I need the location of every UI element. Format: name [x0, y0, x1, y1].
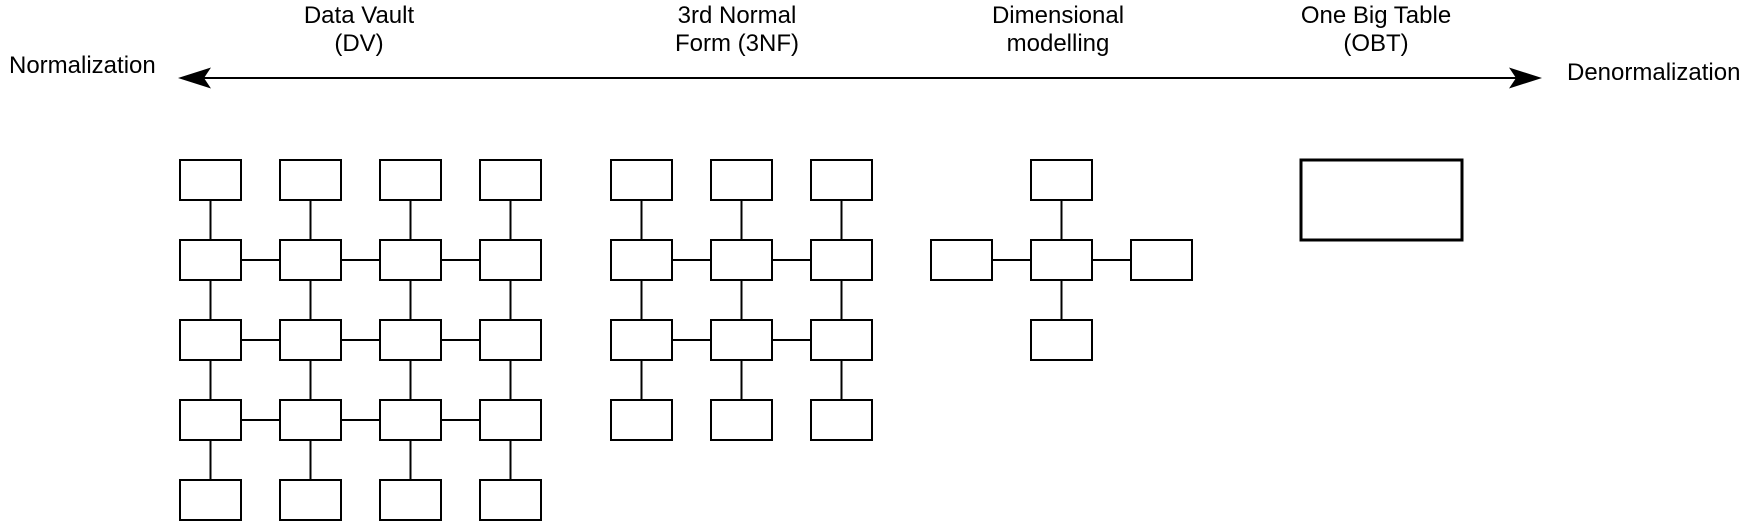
table-box [1030, 239, 1093, 281]
table-box [479, 479, 542, 521]
table-box [930, 239, 993, 281]
spectrum-arrow [178, 67, 1542, 89]
table-box [179, 159, 242, 201]
table-box [810, 239, 873, 281]
table-box [1030, 159, 1093, 201]
normalization-label: Normalization [9, 52, 156, 79]
table-box [1130, 239, 1193, 281]
3nf-schema [610, 159, 873, 441]
data-vault-label-line1: Data Vault [303, 2, 415, 29]
table-box [1299, 158, 1464, 242]
table-box [810, 159, 873, 201]
table-box [279, 319, 342, 361]
data-vault-label-line2: (DV) [334, 30, 384, 57]
3nf-label-line2: Form (3NF) [675, 30, 799, 57]
table-box [379, 159, 442, 201]
table-box [279, 479, 342, 521]
table-box [179, 479, 242, 521]
table-box [710, 319, 773, 361]
denormalization-label: Denormalization [1567, 59, 1741, 86]
table-box [710, 239, 773, 281]
table-box [379, 319, 442, 361]
table-box [179, 319, 242, 361]
table-box [610, 239, 673, 281]
dimensional-schema [930, 159, 1193, 361]
table-box [279, 159, 342, 201]
table-box [710, 399, 773, 441]
table-box [379, 479, 442, 521]
table-box [279, 239, 342, 281]
data-vault-schema [179, 159, 542, 521]
table-box [379, 399, 442, 441]
table-box [1030, 319, 1093, 361]
data-vault-label: Data Vault (DV) [304, 2, 414, 58]
table-box [379, 239, 442, 281]
table-box [710, 159, 773, 201]
obt-label-line2: (OBT) [1343, 30, 1409, 57]
table-box [179, 239, 242, 281]
obt-label: One Big Table (OBT) [1301, 2, 1451, 58]
table-box [610, 399, 673, 441]
table-box [810, 399, 873, 441]
dimensional-label-line2: modelling [1006, 30, 1110, 57]
arrow-head-left-icon [178, 67, 211, 89]
table-box [479, 399, 542, 441]
table-box [810, 319, 873, 361]
dimensional-label: Dimensional modelling [992, 2, 1124, 58]
table-box [610, 159, 673, 201]
obt-label-line1: One Big Table [1300, 2, 1452, 29]
arrow-head-right-icon [1509, 67, 1542, 89]
table-box [479, 159, 542, 201]
table-box [279, 399, 342, 441]
obt-schema [1299, 158, 1464, 242]
dimensional-label-line1: Dimensional [991, 2, 1125, 29]
3nf-label: 3rd Normal Form (3NF) [675, 2, 799, 58]
table-box [179, 399, 242, 441]
table-box [479, 239, 542, 281]
table-box [479, 319, 542, 361]
table-box [610, 319, 673, 361]
3nf-label-line1: 3rd Normal [677, 2, 797, 29]
